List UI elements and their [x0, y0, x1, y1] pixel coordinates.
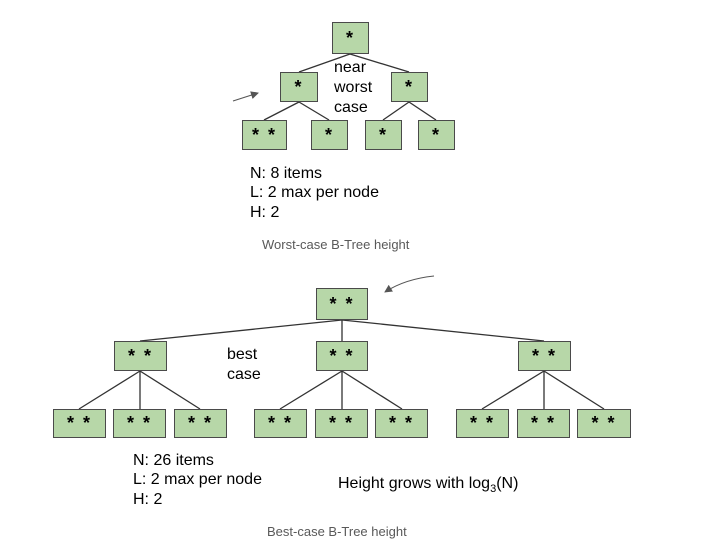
edge	[139, 319, 343, 342]
best-leaf-node: * *	[254, 409, 307, 438]
worst-caption: Worst-case B-Tree height	[262, 237, 410, 252]
edge	[382, 101, 410, 121]
worst-annotation-line: worst	[334, 79, 373, 96]
worst-annotation-line: near	[334, 59, 367, 76]
worst-leaf-node: *	[311, 120, 348, 150]
growth-prefix: Height grows with log	[338, 475, 491, 492]
best-leaf-node: * *	[577, 409, 631, 438]
worst-left-node: *	[280, 72, 318, 102]
edge	[298, 53, 351, 73]
best-leaf-node: * *	[53, 409, 106, 438]
worst-leaf-node: *	[418, 120, 455, 150]
best-leaf-node: * *	[517, 409, 570, 438]
worst-stat-h: H: 2	[250, 204, 280, 221]
best-stat-n: N: 26 items	[133, 452, 214, 469]
edge	[341, 370, 403, 410]
edge	[263, 101, 300, 121]
edge	[279, 370, 343, 410]
edge	[481, 370, 545, 410]
best-leaf-node: * *	[375, 409, 428, 438]
best-child-node: * *	[518, 341, 571, 371]
worst-leaf-node: *	[365, 120, 402, 150]
worst-root-node: *	[332, 22, 369, 54]
best-leaf-node: * *	[174, 409, 227, 438]
best-annotation-line: case	[227, 366, 261, 383]
best-child-node: * *	[114, 341, 167, 371]
growth-base: 3	[490, 483, 497, 496]
best-annotation-line: best	[227, 346, 258, 363]
growth-suffix: (N)	[496, 475, 519, 492]
best-leaf-node: * *	[456, 409, 509, 438]
growth-note: Height grows with log3(N)	[338, 475, 518, 495]
pointer-arrow	[384, 275, 435, 293]
edge	[139, 370, 201, 410]
edge	[543, 370, 605, 410]
best-root-node: * *	[316, 288, 368, 320]
edge	[78, 370, 141, 410]
edge	[298, 101, 330, 121]
worst-right-node: *	[391, 72, 428, 102]
best-stat-h: H: 2	[133, 491, 163, 508]
best-child-node: * *	[316, 341, 368, 371]
worst-annotation-line: case	[334, 99, 368, 116]
best-leaf-node: * *	[315, 409, 368, 438]
worst-leaf-node: * *	[242, 120, 287, 150]
worst-stat-l: L: 2 max per node	[250, 184, 379, 201]
edge	[341, 319, 545, 342]
edge	[408, 101, 437, 121]
best-leaf-node: * *	[113, 409, 166, 438]
best-caption: Best-case B-Tree height	[267, 524, 407, 539]
worst-stat-n: N: 8 items	[250, 165, 323, 182]
edge	[349, 53, 410, 73]
pointer-arrow	[232, 91, 259, 102]
best-stat-l: L: 2 max per node	[133, 471, 262, 488]
